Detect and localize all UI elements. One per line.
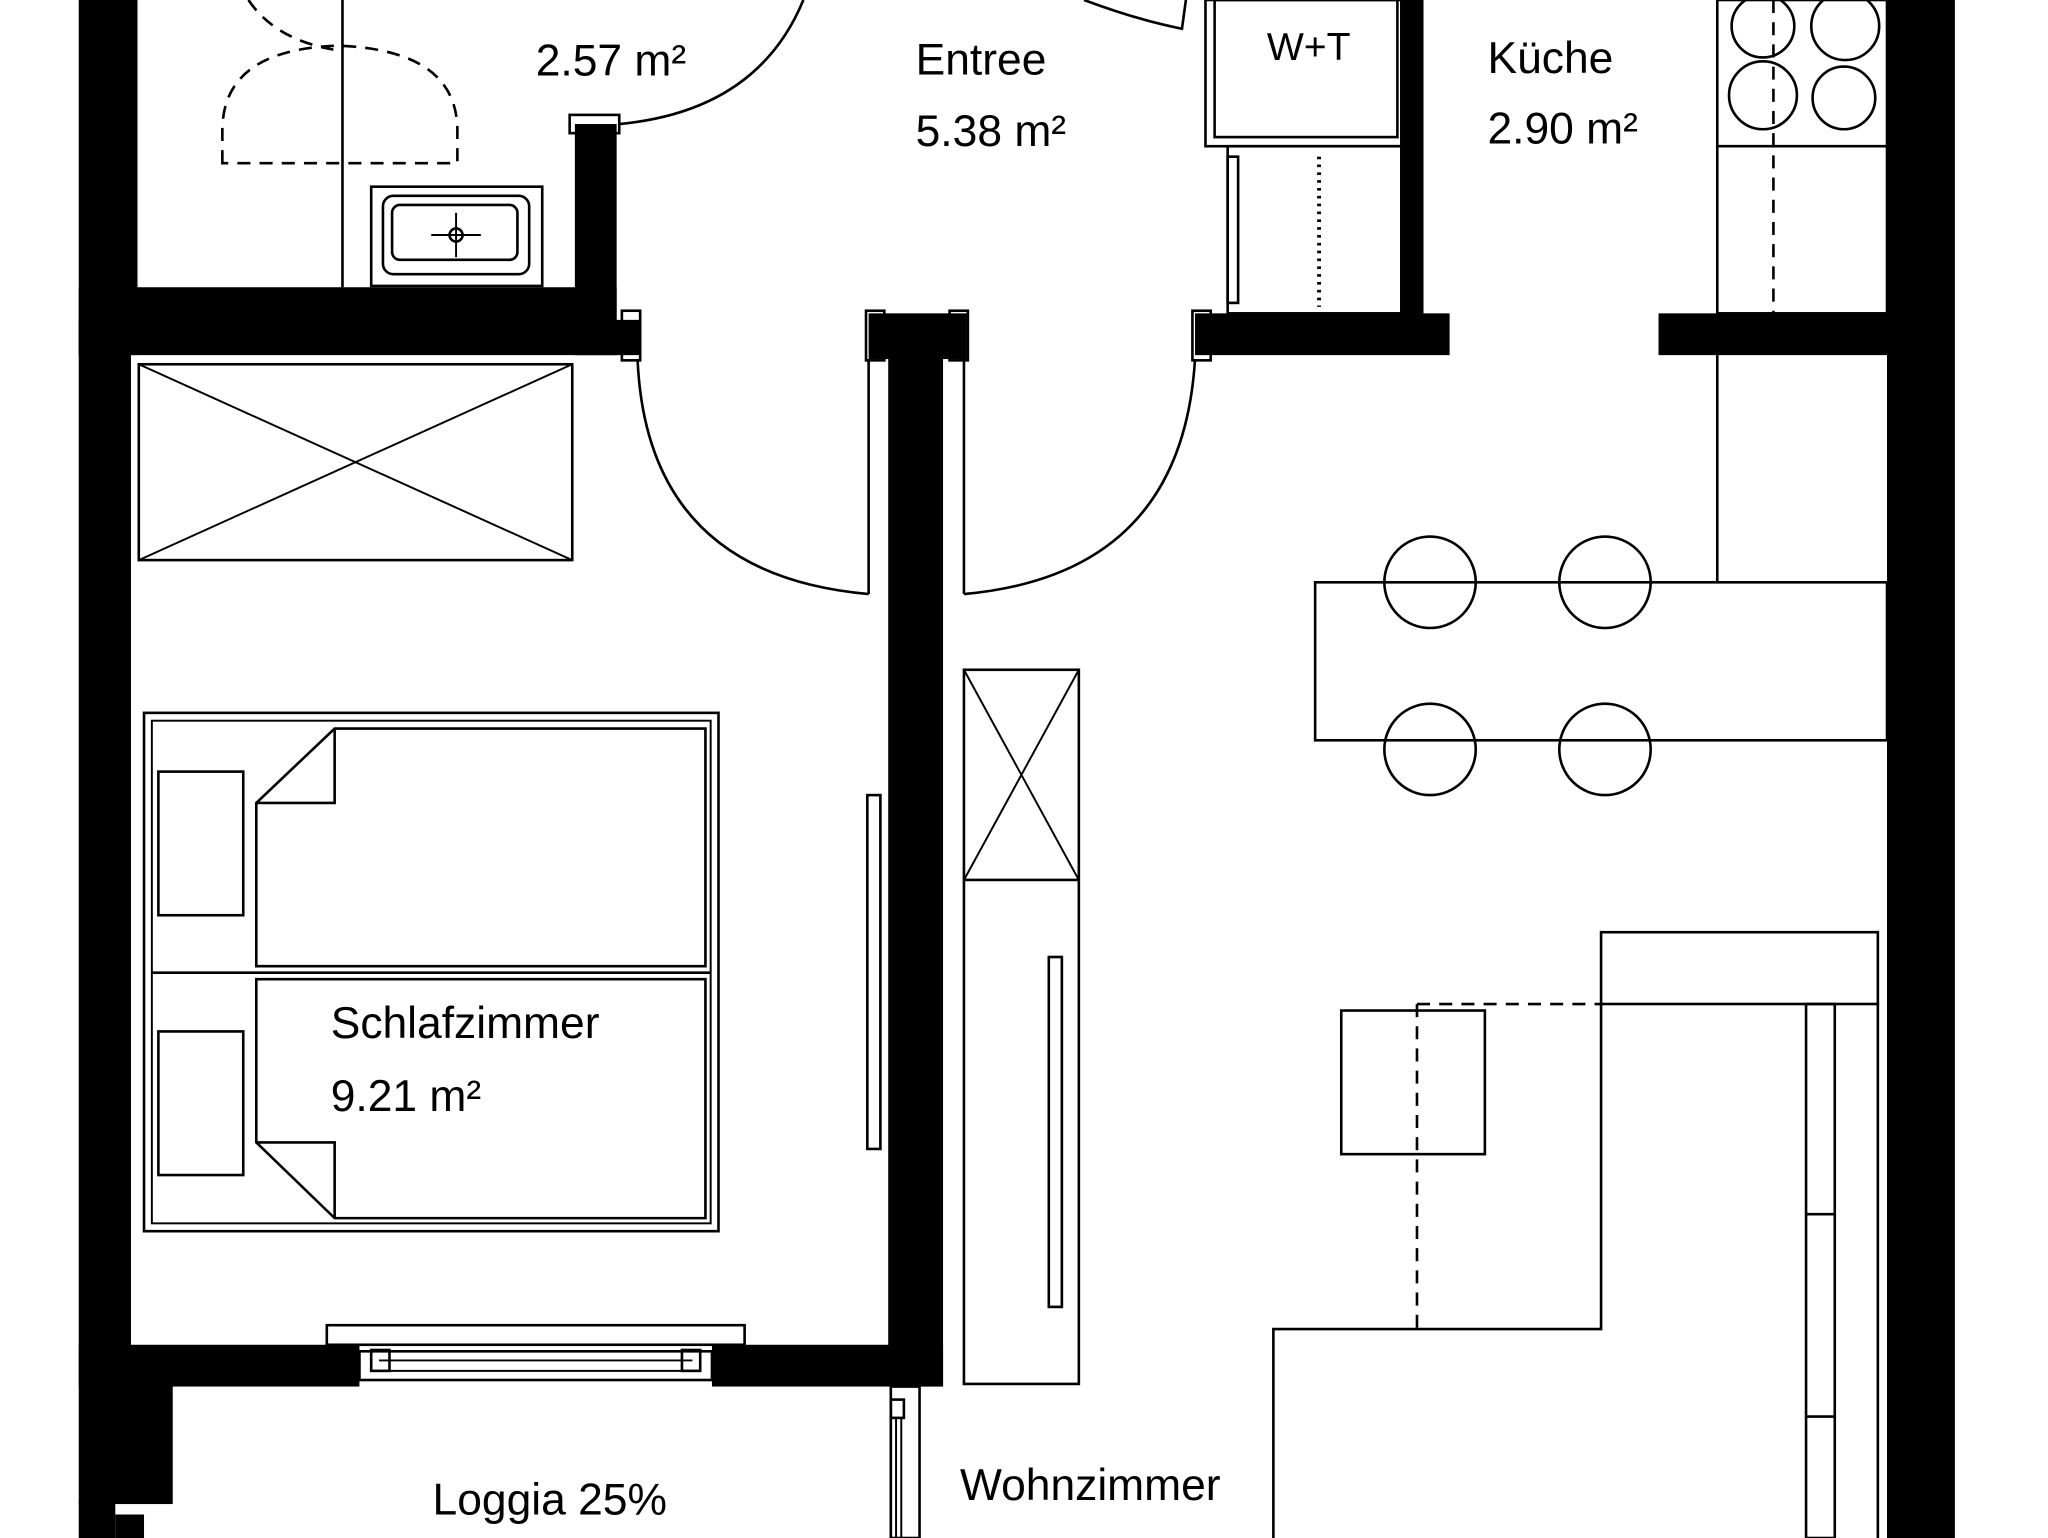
bathroom-fixtures — [221, 0, 805, 288]
wall-left-bedroom — [78, 319, 131, 1384]
stove-burner — [1730, 0, 1796, 59]
wall-kitchen-bottom — [1658, 313, 1888, 356]
wall-bedroom-bottom-left — [78, 1344, 360, 1387]
wall-bedroom-right — [888, 352, 944, 1387]
wall-wt-right — [1401, 0, 1424, 340]
wall-loggia-stub — [78, 1501, 116, 1538]
wall-bath-right — [574, 124, 617, 356]
stool — [1557, 702, 1652, 797]
side-table — [1339, 1009, 1487, 1156]
entree-doors — [620, 0, 1213, 596]
wardrobe — [137, 362, 574, 562]
schlafzimmer-area: 9.21 m² — [331, 1072, 481, 1121]
pillow — [157, 770, 245, 917]
wt-closet — [1204, 0, 1403, 315]
kueche-name: Küche — [1487, 34, 1613, 83]
stove-burner — [1727, 60, 1799, 131]
bar-counter — [1313, 580, 1889, 742]
bedroom-furniture — [137, 362, 882, 1233]
entree-door-swing — [963, 358, 1197, 596]
room-labels: 2.57 m² Entree 5.38 m² W+T Küche 2.90 m²… — [331, 26, 1638, 1524]
wall-loggia-left — [78, 1383, 173, 1505]
stove-burner — [1811, 65, 1877, 131]
windows-doors-bottom — [325, 1323, 921, 1538]
stove-burner — [1809, 0, 1881, 62]
bath-area: 2.57 m² — [536, 37, 686, 86]
wall-bedroom-bottom-right — [711, 1344, 944, 1387]
wall-bath-bottom — [78, 287, 617, 356]
bedroom-door-swing — [636, 358, 869, 596]
bed — [142, 711, 720, 1233]
sink — [369, 185, 544, 288]
bath-door-swing — [619, 0, 805, 126]
living-furniture — [962, 668, 1880, 1538]
cabinet — [962, 668, 1081, 1386]
wohnzimmer-name: Wohnzimmer — [960, 1461, 1221, 1510]
entree-name: Entree — [916, 35, 1047, 84]
stool — [1383, 535, 1478, 630]
wall-loggia-stub2 — [115, 1514, 145, 1538]
sofa — [1599, 930, 1880, 1006]
wall-right-outer — [1887, 0, 1955, 1538]
stool — [1383, 702, 1478, 797]
entree-area: 5.38 m² — [916, 107, 1066, 156]
schlafzimmer-name: Schlafzimmer — [331, 999, 600, 1048]
pillow — [157, 1030, 245, 1177]
wt-label: W+T — [1267, 26, 1351, 69]
walls — [78, 0, 1955, 1538]
stool — [1557, 535, 1652, 630]
loggia-name: Loggia 25% — [433, 1475, 667, 1524]
kueche-area: 2.90 m² — [1487, 105, 1637, 154]
kitchen — [1313, 0, 1889, 797]
